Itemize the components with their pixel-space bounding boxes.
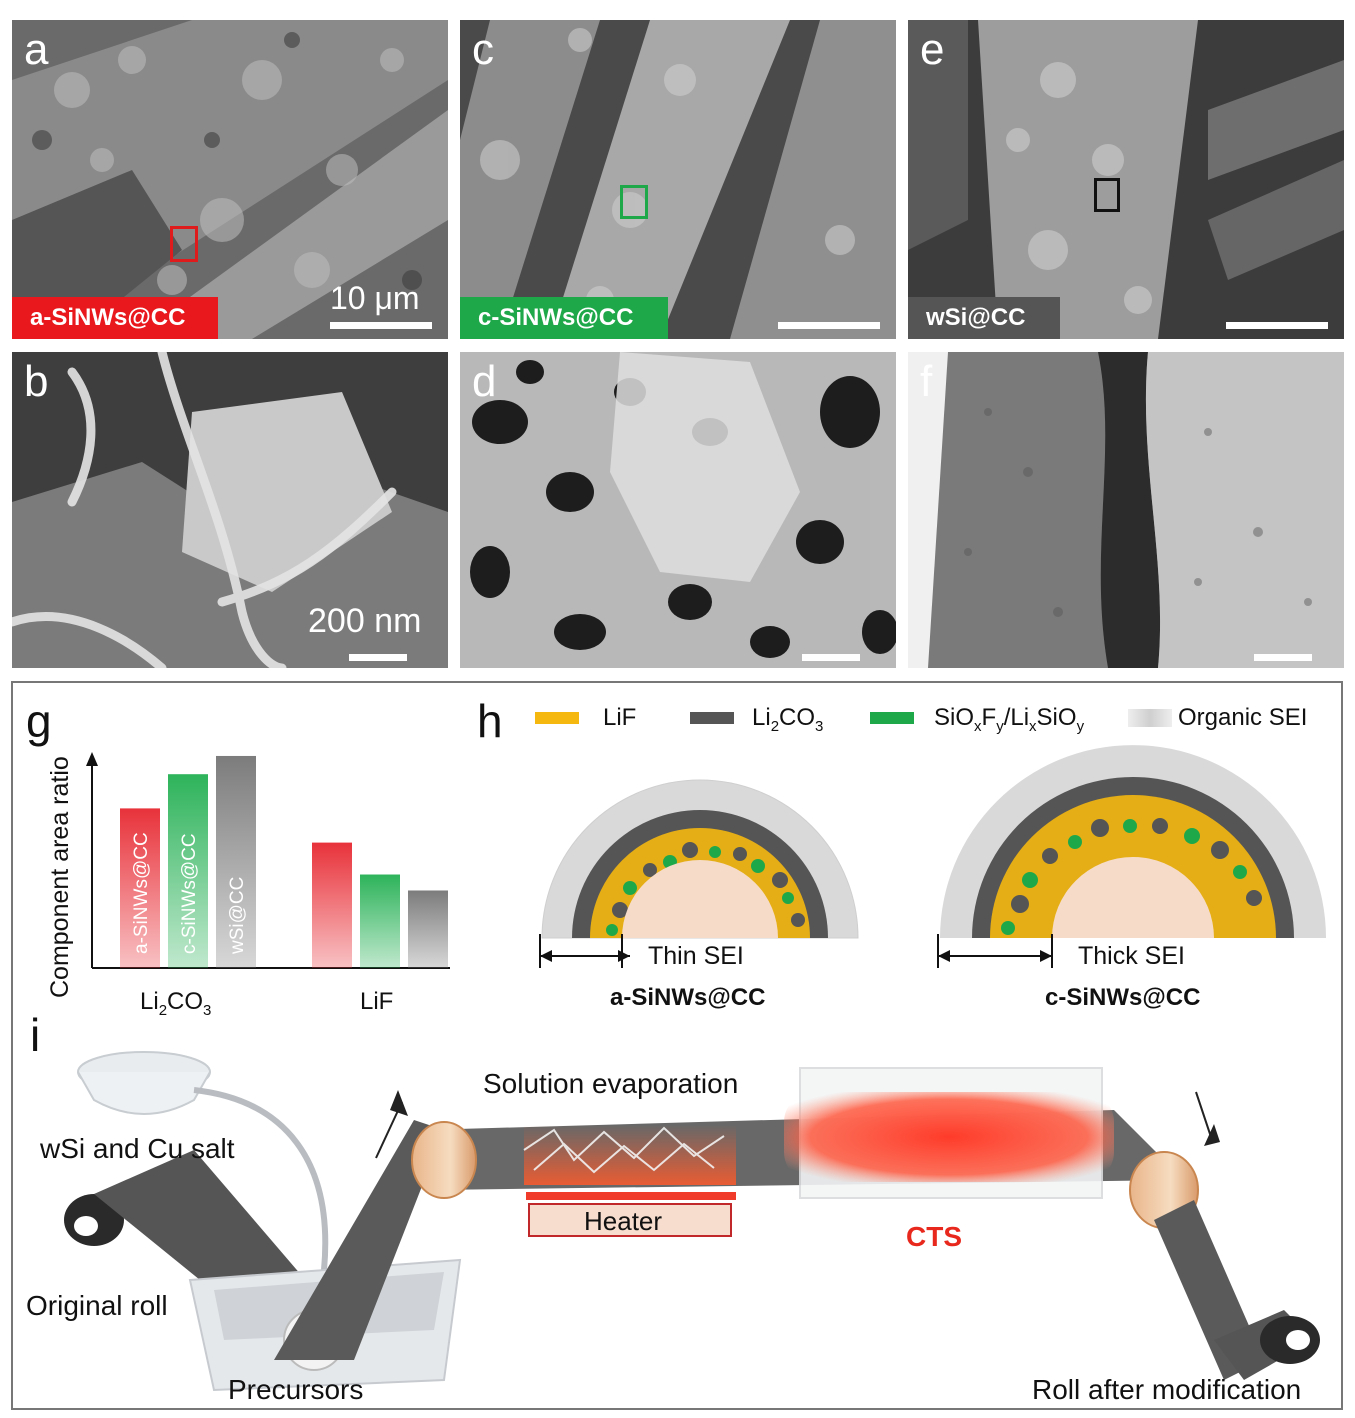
bar-li2co3-0 xyxy=(120,808,160,968)
sem-panel-d: d xyxy=(460,352,896,668)
sem-panel-e: e wSi@CC xyxy=(908,20,1344,339)
label-cts: CTS xyxy=(906,1221,962,1252)
panel-letter-b: b xyxy=(24,357,49,406)
legend-swatch-organic-sei xyxy=(1128,709,1172,727)
scalebar-b xyxy=(349,654,407,661)
bar-label-0: a-SiNWs@CC xyxy=(131,832,152,954)
process-illustration xyxy=(64,1051,1320,1392)
bar-label-2: wSi@CC xyxy=(227,877,248,955)
sem-texture-f xyxy=(908,352,1344,668)
sei-schematic-thin xyxy=(541,779,859,939)
panel-letter-e: e xyxy=(920,25,945,74)
roi-box-a xyxy=(170,226,198,262)
bar-li2co3-1 xyxy=(168,774,208,968)
legend-swatch-li2co3 xyxy=(690,712,734,724)
label-solution-evaporation: Solution evaporation xyxy=(483,1068,739,1099)
sem-texture-b xyxy=(12,352,448,668)
legend-label-li2co3: Li2CO3 xyxy=(752,704,824,735)
thick-sei-arrow xyxy=(937,934,1053,968)
sei-schematic-thick xyxy=(940,745,1326,938)
schematic-right-name: c-SiNWs@CC xyxy=(1045,984,1201,1011)
thin-sei-arrow xyxy=(539,934,630,968)
panel-letter-f: f xyxy=(920,357,933,406)
heater-bar-red xyxy=(526,1192,736,1200)
legend-swatch-lif xyxy=(535,712,579,724)
heater-box xyxy=(528,1203,732,1237)
label-heater: Heater xyxy=(584,1206,663,1236)
scale-label-a: 10 μm xyxy=(330,280,420,316)
sem-texture-c xyxy=(460,20,896,339)
bar-lif-2 xyxy=(408,890,448,968)
scalebar-e xyxy=(1226,322,1328,329)
bar-lif-0 xyxy=(312,842,352,968)
roller-left xyxy=(411,1121,477,1199)
thick-sei-label: Thick SEI xyxy=(1078,942,1185,970)
sem-texture-a xyxy=(12,20,448,339)
label-original-roll: Original roll xyxy=(26,1290,168,1321)
label-roll-after-modification: Roll after modification xyxy=(1032,1374,1302,1405)
sem-panel-a: a 10 μm a-SiNWs@CC xyxy=(12,20,448,339)
x-tick-label-li2co3: Li2CO3 xyxy=(140,988,212,1019)
bar-li2co3-2 xyxy=(216,755,256,968)
scalebar-d xyxy=(802,654,860,661)
panel-letter-i: i xyxy=(30,1009,41,1061)
schematic-left-name: a-SiNWs@CC xyxy=(610,984,766,1011)
panel-letter-c: c xyxy=(472,25,494,74)
sem-panel-c: c c-SiNWs@CC xyxy=(460,20,896,339)
legend-label-organic-sei: Organic SEI xyxy=(1178,704,1308,731)
sem-texture-d xyxy=(460,352,896,668)
final-roll-icon xyxy=(1214,1310,1320,1380)
y-axis-label: Component area ratio xyxy=(46,756,74,998)
panel-letter-g: g xyxy=(26,695,52,747)
bar-lif-1 xyxy=(360,874,400,968)
cts-glow xyxy=(784,1092,1114,1182)
roi-box-c xyxy=(620,185,648,219)
bar-label-1: c-SiNWs@CC xyxy=(179,833,200,954)
legend-label-lif: LiF xyxy=(603,704,637,731)
sample-tag-a: a-SiNWs@CC xyxy=(12,297,218,339)
legend-swatch-siox xyxy=(870,712,914,724)
sem-panel-b: b 200 nm xyxy=(12,352,448,668)
label-wsi-cu-salt: wSi and Cu salt xyxy=(40,1133,235,1164)
lower-panel-frame xyxy=(11,681,1343,1410)
sample-tag-e: wSi@CC xyxy=(908,297,1060,339)
up-arrow xyxy=(390,1090,408,1116)
scalebar-f xyxy=(1254,654,1312,661)
sem-texture-e xyxy=(908,20,1344,339)
roi-box-e xyxy=(1094,178,1120,212)
x-tick-label-lif: LiF xyxy=(360,988,394,1015)
chart-g: a-SiNWs@CC c-SiNWs@CC wSi@CC xyxy=(86,752,450,969)
panel-letter-d: d xyxy=(472,357,497,406)
scalebar-c xyxy=(778,322,880,329)
scalebar-a xyxy=(330,322,432,329)
y-axis-arrow xyxy=(86,752,98,766)
panel-letter-a: a xyxy=(24,25,49,74)
sample-tag-c: c-SiNWs@CC xyxy=(460,297,668,339)
thin-sei-label: Thin SEI xyxy=(648,942,744,970)
down-arrow xyxy=(1204,1124,1220,1146)
scale-label-b: 200 nm xyxy=(308,602,422,640)
legend-label-siox: SiOxFy/LixSiOy xyxy=(934,704,1085,735)
label-precursors: Precursors xyxy=(228,1374,364,1405)
panel-letter-h: h xyxy=(477,695,503,747)
sem-panel-f: f xyxy=(908,352,1344,668)
